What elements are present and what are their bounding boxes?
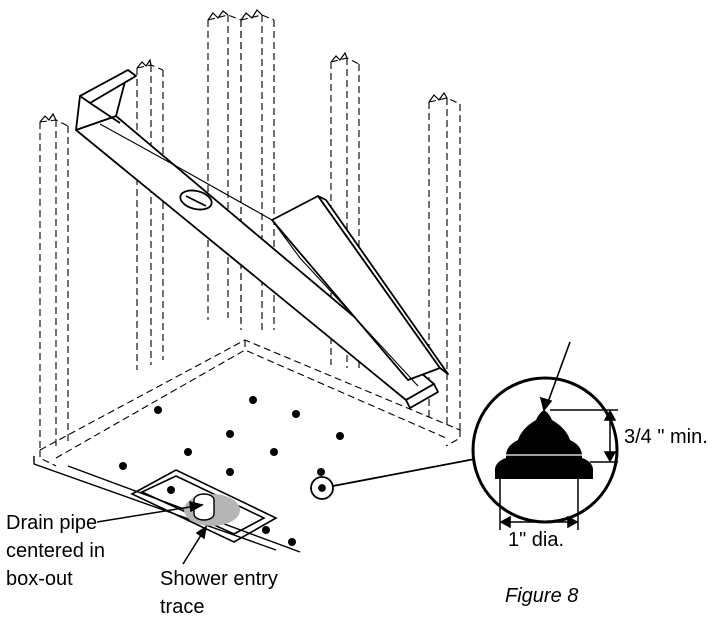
shower-base (75, 69, 449, 409)
drain-pipe-label-line-1: Drain pipe (6, 512, 98, 534)
mortar-dots (119, 396, 344, 546)
shower-base-face-lines (99, 123, 419, 387)
stud-torn-ends (39, 9, 448, 123)
drain-pipe (193, 493, 215, 521)
peak-arrow (539, 341, 571, 412)
shower-entry-label-line-2: trace (160, 596, 205, 618)
diameter-dimension-label: 1" dia. (508, 529, 565, 551)
figure-caption: Figure 8 (505, 585, 579, 607)
drain-pipe-label-line-3: box-out (6, 568, 73, 590)
diameter-dimension (499, 470, 579, 530)
wall-framing (39, 14, 461, 467)
height-dimension (550, 409, 618, 463)
callout-marker (310, 457, 481, 500)
shower-entry-label-line-1: Shower entry (160, 568, 278, 590)
detail-circle (471, 376, 619, 524)
drain-pipe-label-line-2: centered in (6, 540, 105, 562)
mortar-pat-shape (494, 410, 594, 479)
leader-lines (96, 501, 208, 565)
height-dimension-label: 3/4 " min. (624, 426, 708, 448)
